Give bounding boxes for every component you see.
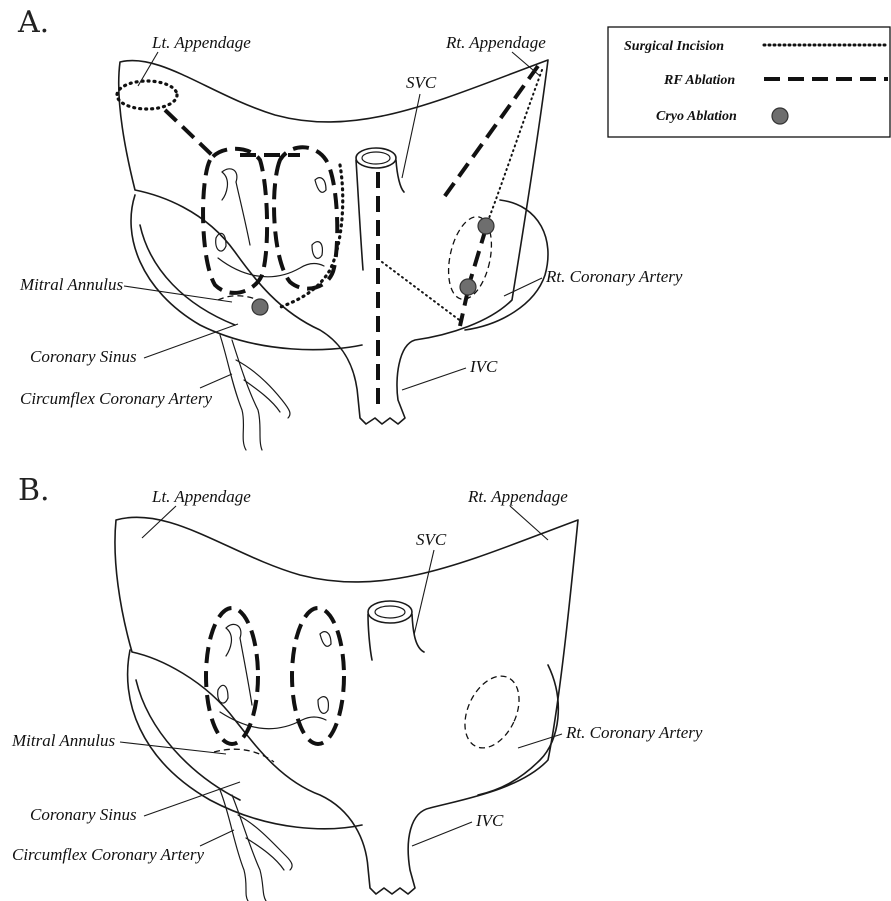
panel-a: A.: [17, 5, 683, 450]
panel-b: B. Lt. App: [11, 473, 703, 901]
panel-b-rt-appendage-label: Rt. Appendage: [467, 487, 568, 506]
panel-a-lt-appendage-incision: [117, 81, 177, 109]
panel-b-coronary-sinus-band: [128, 650, 362, 829]
panel-b-lt-appendage-label: Lt. Appendage: [151, 487, 251, 506]
panel-b-right-band: [478, 665, 558, 795]
panel-a-svc-wall-left: [356, 160, 363, 270]
panel-a-circumflex-leader: [200, 374, 232, 388]
panel-b-pulmonary-veins: [218, 624, 331, 728]
panel-a-coronary-sinus-inner: [140, 225, 235, 325]
legend-label-cryo: Cryo Ablation: [656, 109, 737, 124]
panel-a-free-wall-incision: [382, 262, 462, 322]
panel-b-mitral-annulus-label: Mitral Annulus: [11, 731, 115, 750]
panel-b-ivc-label: IVC: [475, 811, 504, 830]
panel-a-coronary-sinus-label: Coronary Sinus: [30, 347, 137, 366]
panel-a-cryo-upper: [478, 218, 494, 234]
panel-b-svc-opening-inner: [375, 606, 405, 618]
panel-b-atrium-outline: [115, 517, 578, 894]
panel-a-rf-rt-appendage-line: [442, 66, 538, 200]
panel-a-rf-right-pv-encircle: [274, 147, 337, 288]
panel-b-tricuspid-region: [454, 667, 530, 756]
panel-a-svc-leader: [402, 94, 420, 178]
panel-b-circumflex-artery: [220, 790, 292, 901]
panel-a-cryo-mitral: [252, 299, 268, 315]
panel-b-circumflex-leader: [200, 830, 234, 846]
panel-a-ivc-label: IVC: [469, 357, 498, 376]
panel-b-letter: B.: [18, 473, 50, 508]
panel-b-circumflex-label: Circumflex Coronary Artery: [12, 845, 204, 864]
panel-b-rf-right-pv-encircle: [292, 608, 344, 744]
panel-a-svc-label: SVC: [406, 73, 437, 92]
panel-a-svc-opening-inner: [362, 152, 390, 164]
panel-b-coronary-sinus-label: Coronary Sinus: [30, 805, 137, 824]
legend-label-rf: RF Ablation: [663, 73, 735, 88]
panel-a-circumflex-label: Circumflex Coronary Artery: [20, 389, 212, 408]
panel-a-right-band: [465, 200, 548, 330]
panel-a-coronary-sinus-leader: [144, 324, 238, 358]
panel-a-cryo-lower: [460, 279, 476, 295]
legend-cryo-swatch: [772, 108, 788, 124]
panel-b-mitral-annulus-leader: [120, 742, 226, 754]
panel-b-svc-leader: [414, 550, 434, 635]
panel-b-coronary-sinus-leader: [144, 782, 240, 816]
panel-b-svc-wall-left: [368, 614, 372, 660]
legend: Surgical Incision RF Ablation Cryo Ablat…: [608, 27, 890, 137]
panel-a-rt-coronary-label: Rt. Coronary Artery: [545, 267, 683, 286]
panel-a-letter: A.: [17, 5, 49, 40]
panel-a-lt-appendage-label: Lt. Appendage: [151, 33, 251, 52]
panel-b-rt-coronary-leader: [518, 734, 562, 748]
panel-a-ivc-leader: [402, 368, 466, 390]
panel-a-rt-appendage-label: Rt. Appendage: [445, 33, 546, 52]
legend-label-surgical: Surgical Incision: [624, 39, 724, 54]
panel-a-circumflex-artery: [220, 335, 290, 450]
panel-b-rt-coronary-label: Rt. Coronary Artery: [565, 723, 703, 742]
panel-b-ivc-leader: [412, 822, 472, 846]
panel-a-pulmonary-veins: [216, 169, 326, 277]
panel-b-rf-left-pv-encircle: [206, 608, 258, 744]
panel-a-rt-coronary-leader: [504, 278, 542, 296]
panel-a-rf-lt-appendage-line: [165, 110, 212, 155]
panel-b-svc-label: SVC: [416, 530, 447, 549]
panel-a-mitral-annulus-label: Mitral Annulus: [19, 275, 123, 294]
panel-b-rt-appendage-leader: [510, 506, 548, 540]
